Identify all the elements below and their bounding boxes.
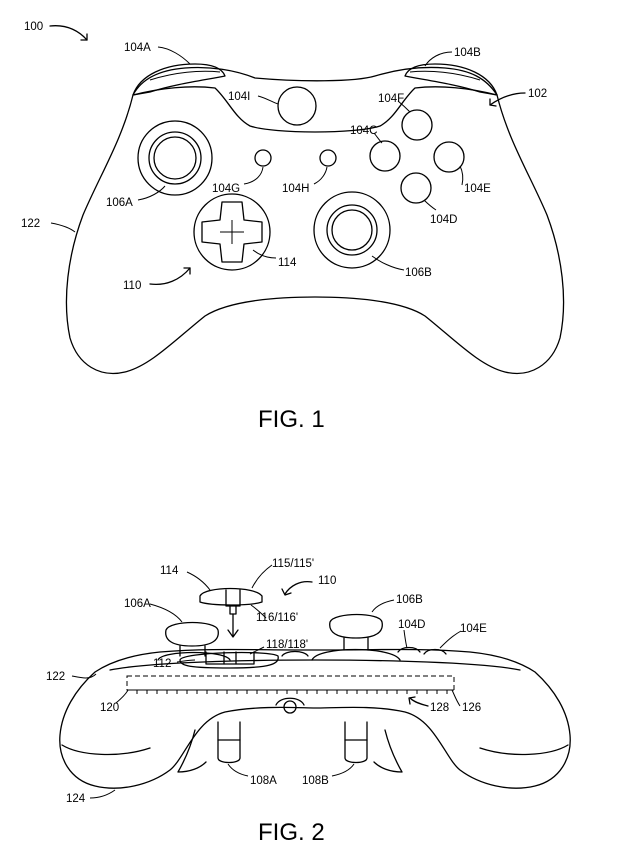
indicator-hole (283, 700, 297, 714)
figure-2-caption: FIG. 2 (258, 819, 325, 846)
face-button-104c (369, 140, 401, 172)
figure-1-leader-lines (49, 25, 526, 286)
light-strip-segments-126 (127, 689, 454, 694)
label-118: 118/118' (266, 639, 308, 651)
controller-lower-body (59, 648, 571, 789)
figure-1-caption: FIG. 1 (258, 406, 325, 433)
label-104i: 104I (228, 91, 250, 103)
label-124: 124 (66, 793, 86, 805)
label-106b: 106B (396, 594, 423, 606)
label-102: 102 (528, 88, 547, 100)
label-104h: 104H (282, 183, 310, 195)
socket-cover (281, 650, 309, 657)
label-114: 114 (160, 565, 179, 577)
label-104f: 104F (378, 93, 404, 105)
label-106a: 106A (124, 598, 151, 610)
dpad-module-110-exploded (199, 587, 263, 615)
left-thumbstick-106a (137, 120, 213, 196)
left-bumper-inner-line (149, 70, 221, 81)
right-grip-rear (373, 729, 403, 773)
indicator-bump (275, 697, 305, 706)
assembly-arrow (227, 613, 239, 638)
label-104c: 104C (350, 125, 378, 137)
figure-1-labels: 100 102 104A 104B 104I 104F 104C 104E 10… (21, 21, 547, 292)
label-106a: 106A (106, 197, 133, 209)
face-button-104f (401, 109, 433, 141)
right-thumbstick-106b (313, 191, 391, 269)
figure-2-labels: 114 115/115' 110 106A 106B 116/116' 104D… (46, 558, 487, 805)
label-104b: 104B (454, 47, 481, 59)
dpad-center-line (220, 220, 244, 244)
label-126: 126 (462, 702, 481, 714)
label-122: 122 (21, 218, 40, 230)
dpad-socket-112 (179, 651, 279, 669)
label-104a: 104A (124, 42, 151, 54)
left-thumbstick-106a-side (157, 621, 231, 661)
label-104e: 104E (464, 183, 491, 195)
figure-2-leader-lines (71, 564, 462, 799)
label-110: 110 (318, 575, 336, 587)
label-104d: 104D (430, 214, 458, 226)
label-115: 115/115' (272, 558, 314, 570)
dpad-housing-110 (193, 193, 271, 271)
right-bumper-inner-line (409, 70, 481, 81)
controller-top-edge (132, 86, 498, 133)
light-strip-120 (126, 675, 455, 691)
face-button-104e-side (423, 648, 447, 655)
label-110: 110 (123, 280, 141, 292)
face-button-104d (400, 172, 432, 204)
view-button-104g (254, 149, 272, 167)
left-bumper (132, 63, 226, 96)
figure-2: 114 115/115' 110 106A 106B 116/116' 104D… (46, 558, 571, 846)
right-thumbstick-106b-side (311, 613, 401, 661)
guide-button-104i (277, 86, 317, 126)
left-grip-rear (177, 729, 207, 773)
label-104e: 104E (460, 623, 487, 635)
face-button-104e (433, 141, 465, 173)
label-100: 100 (24, 21, 43, 33)
dpad-cross-114 (201, 201, 263, 263)
label-116: 116/116' (256, 612, 298, 624)
label-108a: 108A (250, 775, 277, 787)
label-104g: 104G (212, 183, 240, 195)
menu-button-104h (319, 149, 337, 167)
controller-front-band (109, 659, 521, 671)
face-button-104d-side (397, 646, 421, 653)
label-128: 128 (430, 702, 449, 714)
label-108b: 108B (302, 775, 329, 787)
label-112: 112 (153, 658, 171, 670)
label-106b: 106B (405, 267, 432, 279)
right-trigger-108b (344, 721, 368, 764)
controller-bottom-edge (61, 744, 569, 756)
label-120: 120 (100, 702, 119, 714)
right-bumper (404, 63, 498, 96)
label-122: 122 (46, 671, 65, 683)
left-trigger-108a (217, 721, 241, 764)
controller-body-outline (65, 66, 565, 374)
label-104d: 104D (398, 619, 426, 631)
label-114: 114 (278, 257, 297, 269)
figure-1: 100 102 104A 104B 104I 104F 104C 104E 10… (21, 21, 565, 433)
